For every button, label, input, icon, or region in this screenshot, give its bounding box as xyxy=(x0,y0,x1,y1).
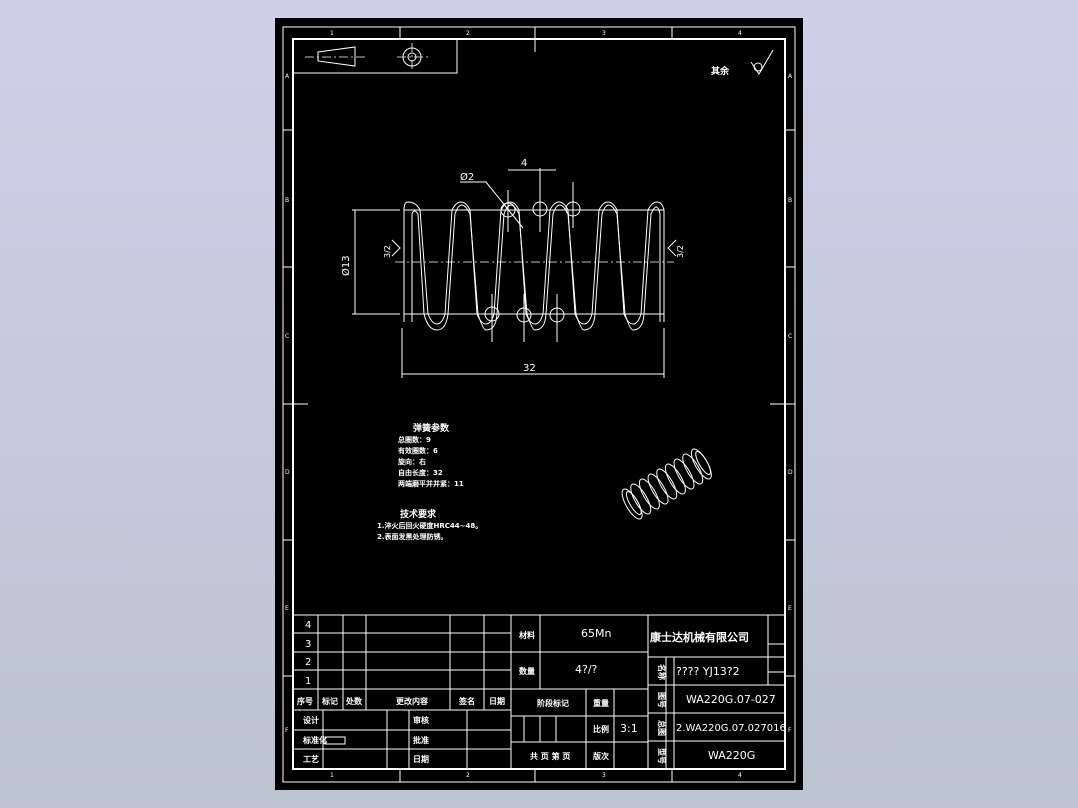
row-marker-right-f: F xyxy=(788,727,792,734)
tech-line-1: 1.淬火后回火硬度HRC44~48。 xyxy=(377,521,482,530)
model-value: WA220G xyxy=(708,749,755,762)
rev-header-mark: 标记 xyxy=(321,696,338,706)
material-value: 65Mn xyxy=(581,627,611,640)
col-marker-top-3: 3 xyxy=(602,30,606,37)
part-name: ???? YJ13?2 xyxy=(676,665,740,678)
col-marker-bottom-3: 3 xyxy=(602,772,606,779)
company-name: 康士达机械有限公司 xyxy=(650,630,749,644)
tech-title: 技术要求 xyxy=(400,508,437,520)
dim-wire-diameter: Ø2 xyxy=(460,171,474,183)
stage-label: 阶段标记 xyxy=(537,698,569,708)
params-line-5: 两端磨平并并紧：11 xyxy=(398,479,464,488)
params-line-4: 自由长度：32 xyxy=(398,468,443,477)
row-marker-left-e: E xyxy=(285,605,289,612)
row-marker-left-a: A xyxy=(285,73,290,80)
params-title: 弹簧参数 xyxy=(413,422,450,434)
dim-coil-diameter: Ø13 xyxy=(340,255,352,276)
row-marker-left-b: B xyxy=(285,197,289,204)
sign-approve: 批准 xyxy=(413,735,429,745)
roughness-symbol xyxy=(750,49,774,75)
sign-check: 审核 xyxy=(413,715,429,725)
drawing-sheet xyxy=(275,18,803,790)
revision-row-4: 4 xyxy=(305,620,311,631)
drawing-number: WA220G.07-027 xyxy=(686,693,776,706)
rev-header-date: 日期 xyxy=(489,696,505,706)
title-block-grid xyxy=(293,614,785,769)
scale-label: 比例 xyxy=(593,724,609,734)
rev-header-sign: 签名 xyxy=(458,696,475,706)
rev-header-no: 序号 xyxy=(297,696,313,706)
col-marker-bottom-4: 4 xyxy=(738,772,742,779)
zone-ticks xyxy=(283,27,795,782)
params-line-2: 有效圈数：6 xyxy=(398,446,438,455)
row-marker-right-c: C xyxy=(788,333,792,340)
spring-front-view xyxy=(395,168,674,342)
scale-value: 3:1 xyxy=(620,722,638,735)
dim-end-left: 3/2 xyxy=(383,245,392,258)
row-marker-right-e: E xyxy=(788,605,792,612)
sign-standard: 标准化 xyxy=(302,735,327,745)
col-marker-top-2: 2 xyxy=(466,30,470,37)
dimension-lines xyxy=(352,169,677,378)
revision-row-1: 1 xyxy=(305,676,311,687)
drawing-no-label: 图号 xyxy=(657,692,666,708)
dim-free-length: 32 xyxy=(523,363,536,374)
version-label: 版次 xyxy=(592,751,609,761)
name-label: 名称 xyxy=(657,664,667,680)
assembly-number: 2.WA220G.07.027016 xyxy=(676,723,786,734)
model-label: 型号 xyxy=(657,748,667,764)
tech-line-2: 2.表面发黑处理防锈。 xyxy=(377,532,448,541)
weight-label: 重量 xyxy=(593,698,609,708)
revision-row-2: 2 xyxy=(305,657,311,668)
row-marker-left-f: F xyxy=(285,727,289,734)
params-line-3: 旋向：右 xyxy=(397,457,426,466)
rev-header-content: 更改内容 xyxy=(396,696,428,706)
dim-end-right: 3/2 xyxy=(676,245,685,258)
rev-header-count: 处数 xyxy=(345,696,363,706)
sign-proc: 工艺 xyxy=(303,754,319,764)
quantity-label: 数量 xyxy=(519,666,535,676)
row-marker-left-c: C xyxy=(285,333,289,340)
col-marker-top-4: 4 xyxy=(738,30,742,37)
row-marker-right-a: A xyxy=(788,73,793,80)
row-marker-left-d: D xyxy=(285,469,290,476)
params-line-1: 总圈数：9 xyxy=(398,435,431,444)
quantity-value: 4?/? xyxy=(575,663,598,676)
col-marker-bottom-2: 2 xyxy=(466,772,470,779)
sign-design: 设计 xyxy=(303,715,319,725)
spring-isometric-view xyxy=(621,448,712,520)
material-label: 材料 xyxy=(519,630,535,640)
dim-pitch: 4 xyxy=(521,158,527,169)
sign-date: 日期 xyxy=(413,754,429,764)
col-marker-bottom-1: 1 xyxy=(330,772,334,779)
revision-row-3: 3 xyxy=(305,639,311,650)
assembly-label: 总图 xyxy=(657,720,667,736)
col-marker-top-1: 1 xyxy=(330,30,334,37)
projection-symbol xyxy=(293,39,458,74)
sheets-label: 共 页 第 页 xyxy=(530,751,570,761)
roughness-label: 其余 xyxy=(711,65,730,77)
row-marker-right-d: D xyxy=(788,469,793,476)
row-marker-right-b: B xyxy=(788,197,792,204)
